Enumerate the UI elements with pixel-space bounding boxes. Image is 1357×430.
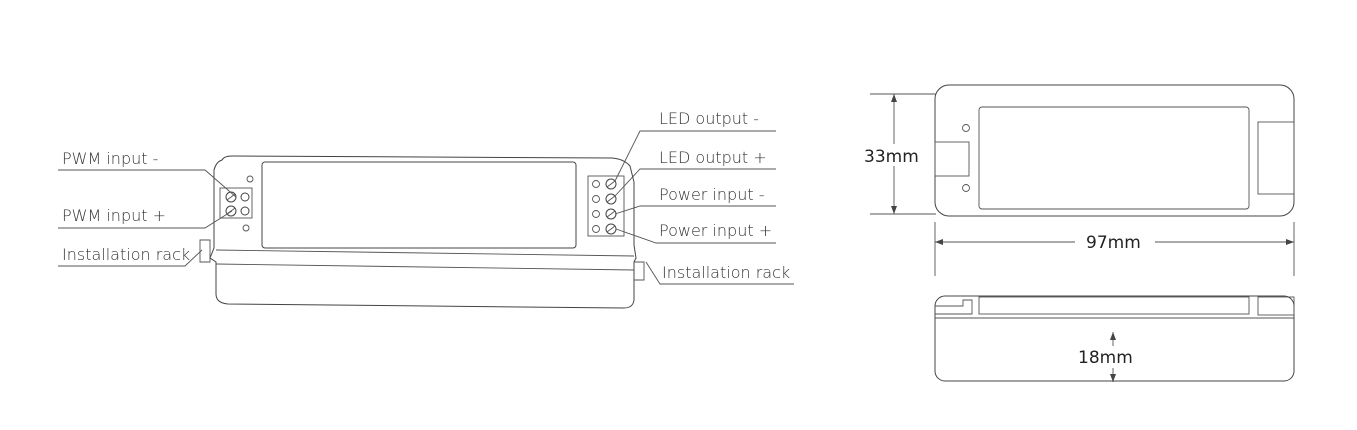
label-pwm-input-minus: PWM input - bbox=[62, 149, 158, 168]
label-led-output-plus: LED output + bbox=[659, 148, 767, 167]
installation-rack-left bbox=[199, 239, 211, 263]
label-power-input-plus: Power input + bbox=[659, 221, 772, 240]
label-pwm-input-plus: PWM input + bbox=[62, 206, 166, 225]
leader-line-led-plus bbox=[614, 168, 776, 197]
left-terminal-block bbox=[219, 175, 254, 232]
top-view-window bbox=[978, 106, 1250, 210]
installation-rack-right bbox=[634, 261, 645, 281]
leader-line-power-minus bbox=[614, 205, 776, 215]
width-extension-lines bbox=[934, 222, 1295, 276]
device-body-outline bbox=[209, 155, 637, 309]
height-extension-lines bbox=[870, 93, 936, 215]
top-view-right-terminal bbox=[1257, 121, 1295, 195]
isometric-view: PWM input - PWM input + Installation rac… bbox=[58, 109, 794, 309]
label-led-output-minus: LED output - bbox=[659, 109, 759, 128]
dimension-depth: 18mm bbox=[1078, 348, 1133, 368]
leader-line-install-right bbox=[645, 261, 794, 285]
side-view-outline bbox=[934, 295, 1295, 382]
dimension-height: 33mm bbox=[864, 147, 919, 167]
side-view-right-terminal bbox=[1257, 296, 1295, 316]
top-view-outline bbox=[934, 84, 1295, 217]
terminal-block-frame bbox=[587, 175, 625, 237]
label-installation-rack-left: Installation rack bbox=[62, 245, 190, 264]
side-view-left-tab bbox=[935, 299, 973, 315]
label-installation-rack-right: Installation rack bbox=[662, 263, 790, 282]
dimension-width: 97mm bbox=[1086, 233, 1141, 253]
leader-line-install-left bbox=[58, 249, 203, 267]
side-view: 18mm bbox=[934, 295, 1295, 382]
leader-line-pwm-minus bbox=[58, 169, 237, 198]
top-view-left-terminal bbox=[934, 141, 970, 177]
leader-line-power-plus bbox=[615, 228, 776, 244]
side-view-window-edge bbox=[978, 296, 1250, 315]
screw-hole bbox=[962, 124, 970, 132]
leader-line-led-minus bbox=[614, 130, 776, 182]
screw-hole bbox=[962, 184, 970, 192]
screw-hole bbox=[242, 224, 250, 232]
leader-line-pwm-plus bbox=[58, 210, 233, 229]
right-terminal-block bbox=[587, 175, 625, 237]
label-power-input-minus: Power input - bbox=[659, 185, 764, 204]
terminal-block-frame bbox=[219, 187, 253, 219]
top-view: 33mm 97mm bbox=[862, 84, 1295, 276]
display-window bbox=[261, 161, 577, 249]
body-edge-line bbox=[215, 249, 635, 257]
screw-hole bbox=[246, 175, 254, 183]
body-edge-line bbox=[215, 263, 635, 271]
height-label-bg bbox=[862, 144, 922, 166]
